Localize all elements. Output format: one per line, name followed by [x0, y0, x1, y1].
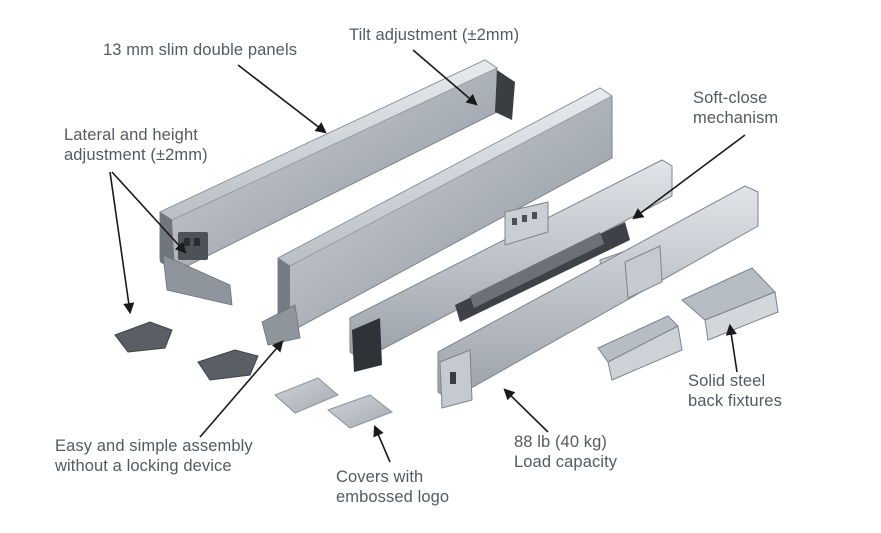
- label-load-capacity-line1: 88 lb (40 kg): [514, 433, 608, 451]
- embossed-covers: [274, 377, 394, 429]
- back-fixtures: [597, 267, 779, 381]
- right-double-panel: [261, 87, 613, 346]
- arrow-assembly: [199, 340, 284, 438]
- arrow-lateral-left: [109, 171, 135, 315]
- arrow-fixtures: [725, 323, 738, 373]
- label-soft-close: Soft-close mechanism: [693, 88, 778, 128]
- label-covers-line2: embossed logo: [336, 488, 450, 506]
- arrow-lateral-right: [111, 171, 187, 254]
- left-double-panel: [159, 59, 515, 306]
- label-easy-assembly-line1: Easy and simple assembly: [55, 437, 253, 455]
- mounting-clips: [114, 321, 259, 381]
- label-easy-assembly-line2: without a locking device: [55, 457, 232, 475]
- label-easy-assembly: Easy and simple assembly without a locki…: [55, 436, 253, 476]
- label-lateral-height-line2: adjustment (±2mm): [64, 146, 208, 164]
- label-load-capacity-line2: Load capacity: [514, 453, 618, 471]
- callout-arrows: [109, 49, 746, 463]
- label-back-fixtures-line1: Solid steel: [688, 372, 766, 390]
- label-lateral-height: Lateral and height adjustment (±2mm): [64, 125, 208, 165]
- label-lateral-height-line1: Lateral and height: [64, 126, 198, 144]
- label-soft-close-line1: Soft-close: [693, 89, 768, 107]
- label-load-capacity: 88 lb (40 kg) Load capacity: [514, 432, 617, 472]
- arrow-panels: [237, 64, 327, 134]
- label-covers: Covers with embossed logo: [336, 467, 449, 507]
- label-tilt-adjustment: Tilt adjustment (±2mm): [349, 25, 519, 45]
- arrow-soft-close: [632, 134, 746, 220]
- label-soft-close-line2: mechanism: [693, 109, 779, 127]
- arrow-covers: [373, 424, 391, 463]
- load-runner-rail: [437, 185, 759, 409]
- label-covers-line1: Covers with: [336, 468, 424, 486]
- label-back-fixtures-line2: back fixtures: [688, 392, 782, 410]
- label-slim-panels: 13 mm slim double panels: [103, 40, 297, 60]
- arrow-load: [503, 388, 549, 433]
- label-slim-panels-line1: 13 mm slim double panels: [103, 41, 298, 59]
- label-tilt-adjustment-line1: Tilt adjustment (±2mm): [349, 26, 520, 44]
- arrow-tilt: [412, 49, 478, 106]
- label-back-fixtures: Solid steel back fixtures: [688, 371, 782, 411]
